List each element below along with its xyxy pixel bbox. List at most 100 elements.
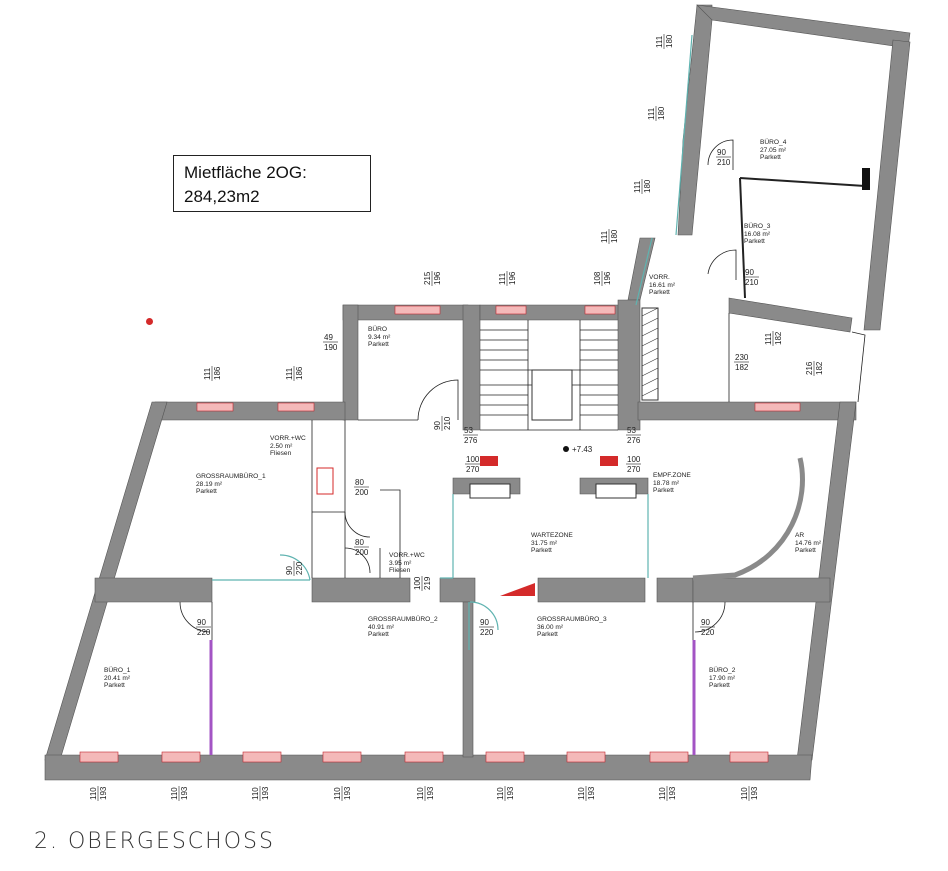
- wall-north-east: [637, 401, 857, 421]
- dimension-top: 108: [593, 271, 602, 285]
- dimension-bottom: 180: [657, 106, 666, 120]
- dimension-bottom: 193: [506, 786, 515, 800]
- room-floor: Parkett: [649, 289, 670, 296]
- dimension-bottom: 220: [197, 628, 211, 637]
- room-floor: Parkett: [368, 341, 389, 348]
- dimension-bottom: 270: [466, 465, 480, 474]
- dimension-bottom: 182: [735, 363, 749, 372]
- dimension-top: 111: [285, 367, 294, 380]
- room-name: BÜRO: [368, 325, 387, 333]
- room-floor: Parkett: [531, 547, 552, 554]
- room-area: 9.34 m²: [368, 334, 391, 341]
- walls: [44, 4, 911, 781]
- room-floor: Parkett: [744, 238, 765, 245]
- dimension-bottom: 270: [627, 465, 641, 474]
- room-floor: Parkett: [196, 488, 217, 495]
- dimension-bottom: 190: [324, 343, 338, 352]
- wall-north-west: [151, 401, 346, 421]
- dimension-bottom: 200: [355, 548, 369, 557]
- wall-core-east: [617, 299, 641, 431]
- dimension-top: 110: [577, 787, 586, 800]
- dimension-top: 100: [627, 455, 641, 464]
- room-name: BÜRO_3: [744, 222, 771, 230]
- dimension-bottom: 196: [603, 271, 612, 285]
- dimension-top: 110: [251, 787, 260, 800]
- dimension-bottom: 193: [343, 786, 352, 800]
- room-name: BÜRO_1: [104, 666, 131, 674]
- dimension-bottom: 210: [717, 158, 731, 167]
- room-area: 28.19 m²: [196, 481, 223, 488]
- dimension-top: 90: [745, 268, 754, 277]
- room-floor: Parkett: [760, 154, 781, 161]
- dimension-top: 53: [464, 426, 473, 435]
- dimension-top: 90: [197, 618, 206, 627]
- wall-buero2-north: [692, 577, 831, 603]
- hatched-wall: [641, 307, 659, 401]
- dimension-top: 111: [764, 332, 773, 345]
- dimension-bottom: 196: [433, 271, 442, 285]
- dimension-bottom: 182: [815, 361, 824, 375]
- dimension-top: 110: [416, 787, 425, 800]
- room-name: GROSSRAUMBÜRO_2: [368, 615, 438, 623]
- room-area: 27.05 m²: [760, 147, 787, 154]
- dimension-top: 53: [627, 426, 636, 435]
- room-area: 2.50 m²: [270, 443, 293, 450]
- dimension-top: 90: [717, 148, 726, 157]
- wall-empf-se: [656, 577, 694, 603]
- room-area: 20.41 m²: [104, 675, 131, 682]
- dimension-top: 80: [355, 538, 364, 547]
- dimension-top: 110: [658, 787, 667, 800]
- dimension-bottom: 276: [627, 436, 641, 445]
- room-name: EMPF.ZONE: [653, 472, 691, 479]
- dimension-top: 216: [805, 361, 814, 375]
- dimension-bottom: 193: [750, 786, 759, 800]
- room-name: VORR.+WC: [270, 435, 306, 442]
- room-floor: Fliesen: [389, 567, 411, 574]
- room-name: VORR.+WC: [389, 552, 425, 559]
- curved-wall-ar: [692, 457, 805, 581]
- dimension-top: 111: [647, 107, 656, 120]
- room-name: WARTEZONE: [531, 532, 573, 539]
- wall-east-wing-west: [677, 4, 713, 236]
- dimension-top: 80: [355, 478, 364, 487]
- dimension-top: 111: [203, 367, 212, 380]
- dimension-top: 215: [423, 271, 432, 285]
- wall-south: [44, 754, 813, 781]
- room-name: GROSSRAUMBÜRO_1: [196, 472, 266, 480]
- room-floor: Parkett: [709, 682, 730, 689]
- dimension-bottom: 186: [213, 366, 222, 380]
- dimension-top: 110: [740, 787, 749, 800]
- room-floor: Parkett: [653, 487, 674, 494]
- dimension-bottom: 200: [355, 488, 369, 497]
- dimension-top: 90: [285, 566, 294, 575]
- red-dot-marker: [146, 318, 153, 325]
- dimension-bottom: 193: [587, 786, 596, 800]
